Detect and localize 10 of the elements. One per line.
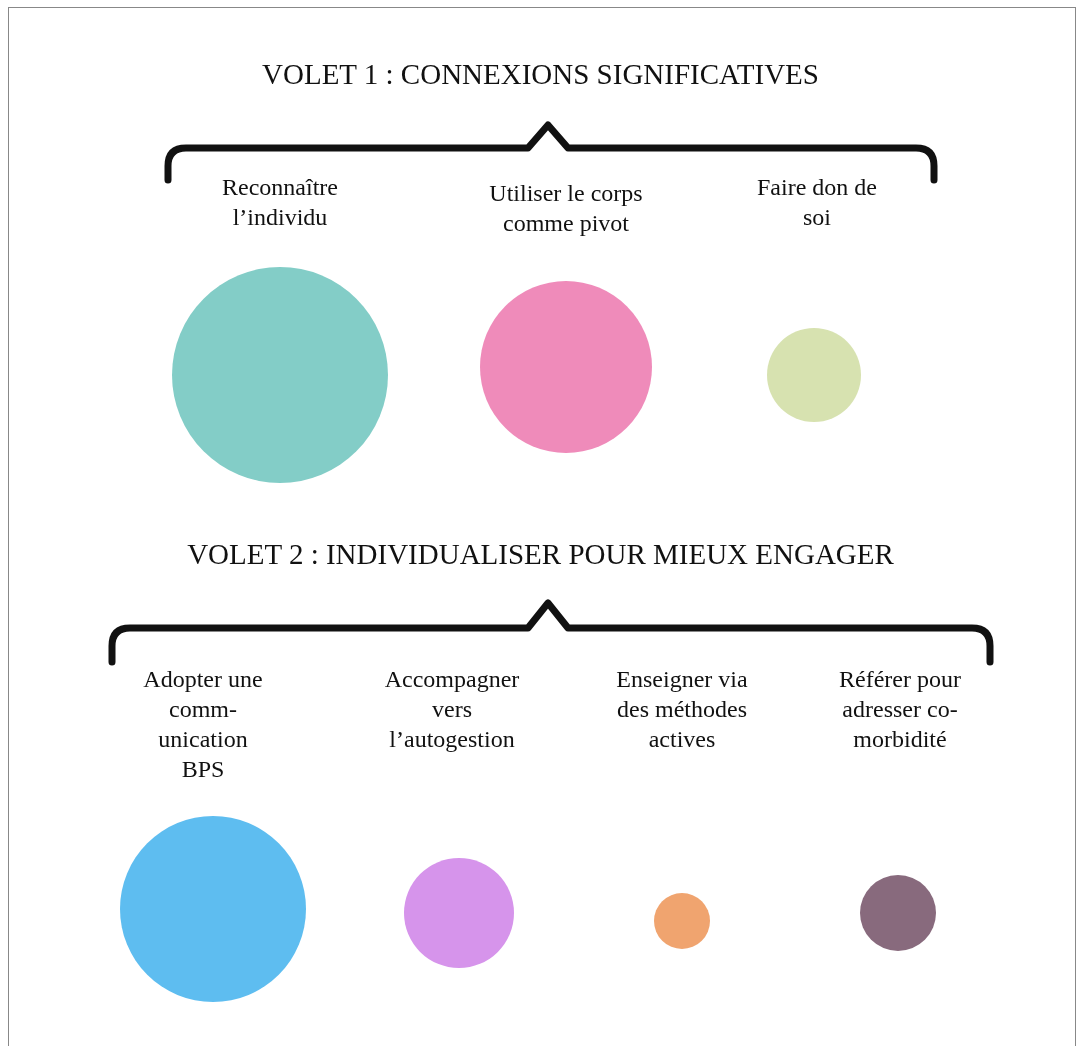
- item-caption: Reconnaître l’individu: [221, 173, 339, 232]
- item-caption: Faire don de soi: [756, 173, 878, 232]
- item-caption: Adopter une comm- unication BPS: [142, 665, 264, 784]
- item-caption: Accompagner vers l’autogestion: [383, 665, 521, 754]
- section-heading: VOLET 1 : CONNEXIONS SIGNIFICATIVES: [261, 58, 820, 91]
- item-caption: Référer pour adresser co-morbidité: [838, 665, 962, 754]
- item-caption: Enseigner via des méthodes actives: [615, 665, 749, 754]
- circle-marker: [654, 893, 710, 949]
- item-caption: Utiliser le corps comme pivot: [488, 179, 644, 238]
- section-heading: VOLET 2 : INDIVIDUALISER POUR MIEUX ENGAGER: [186, 538, 895, 571]
